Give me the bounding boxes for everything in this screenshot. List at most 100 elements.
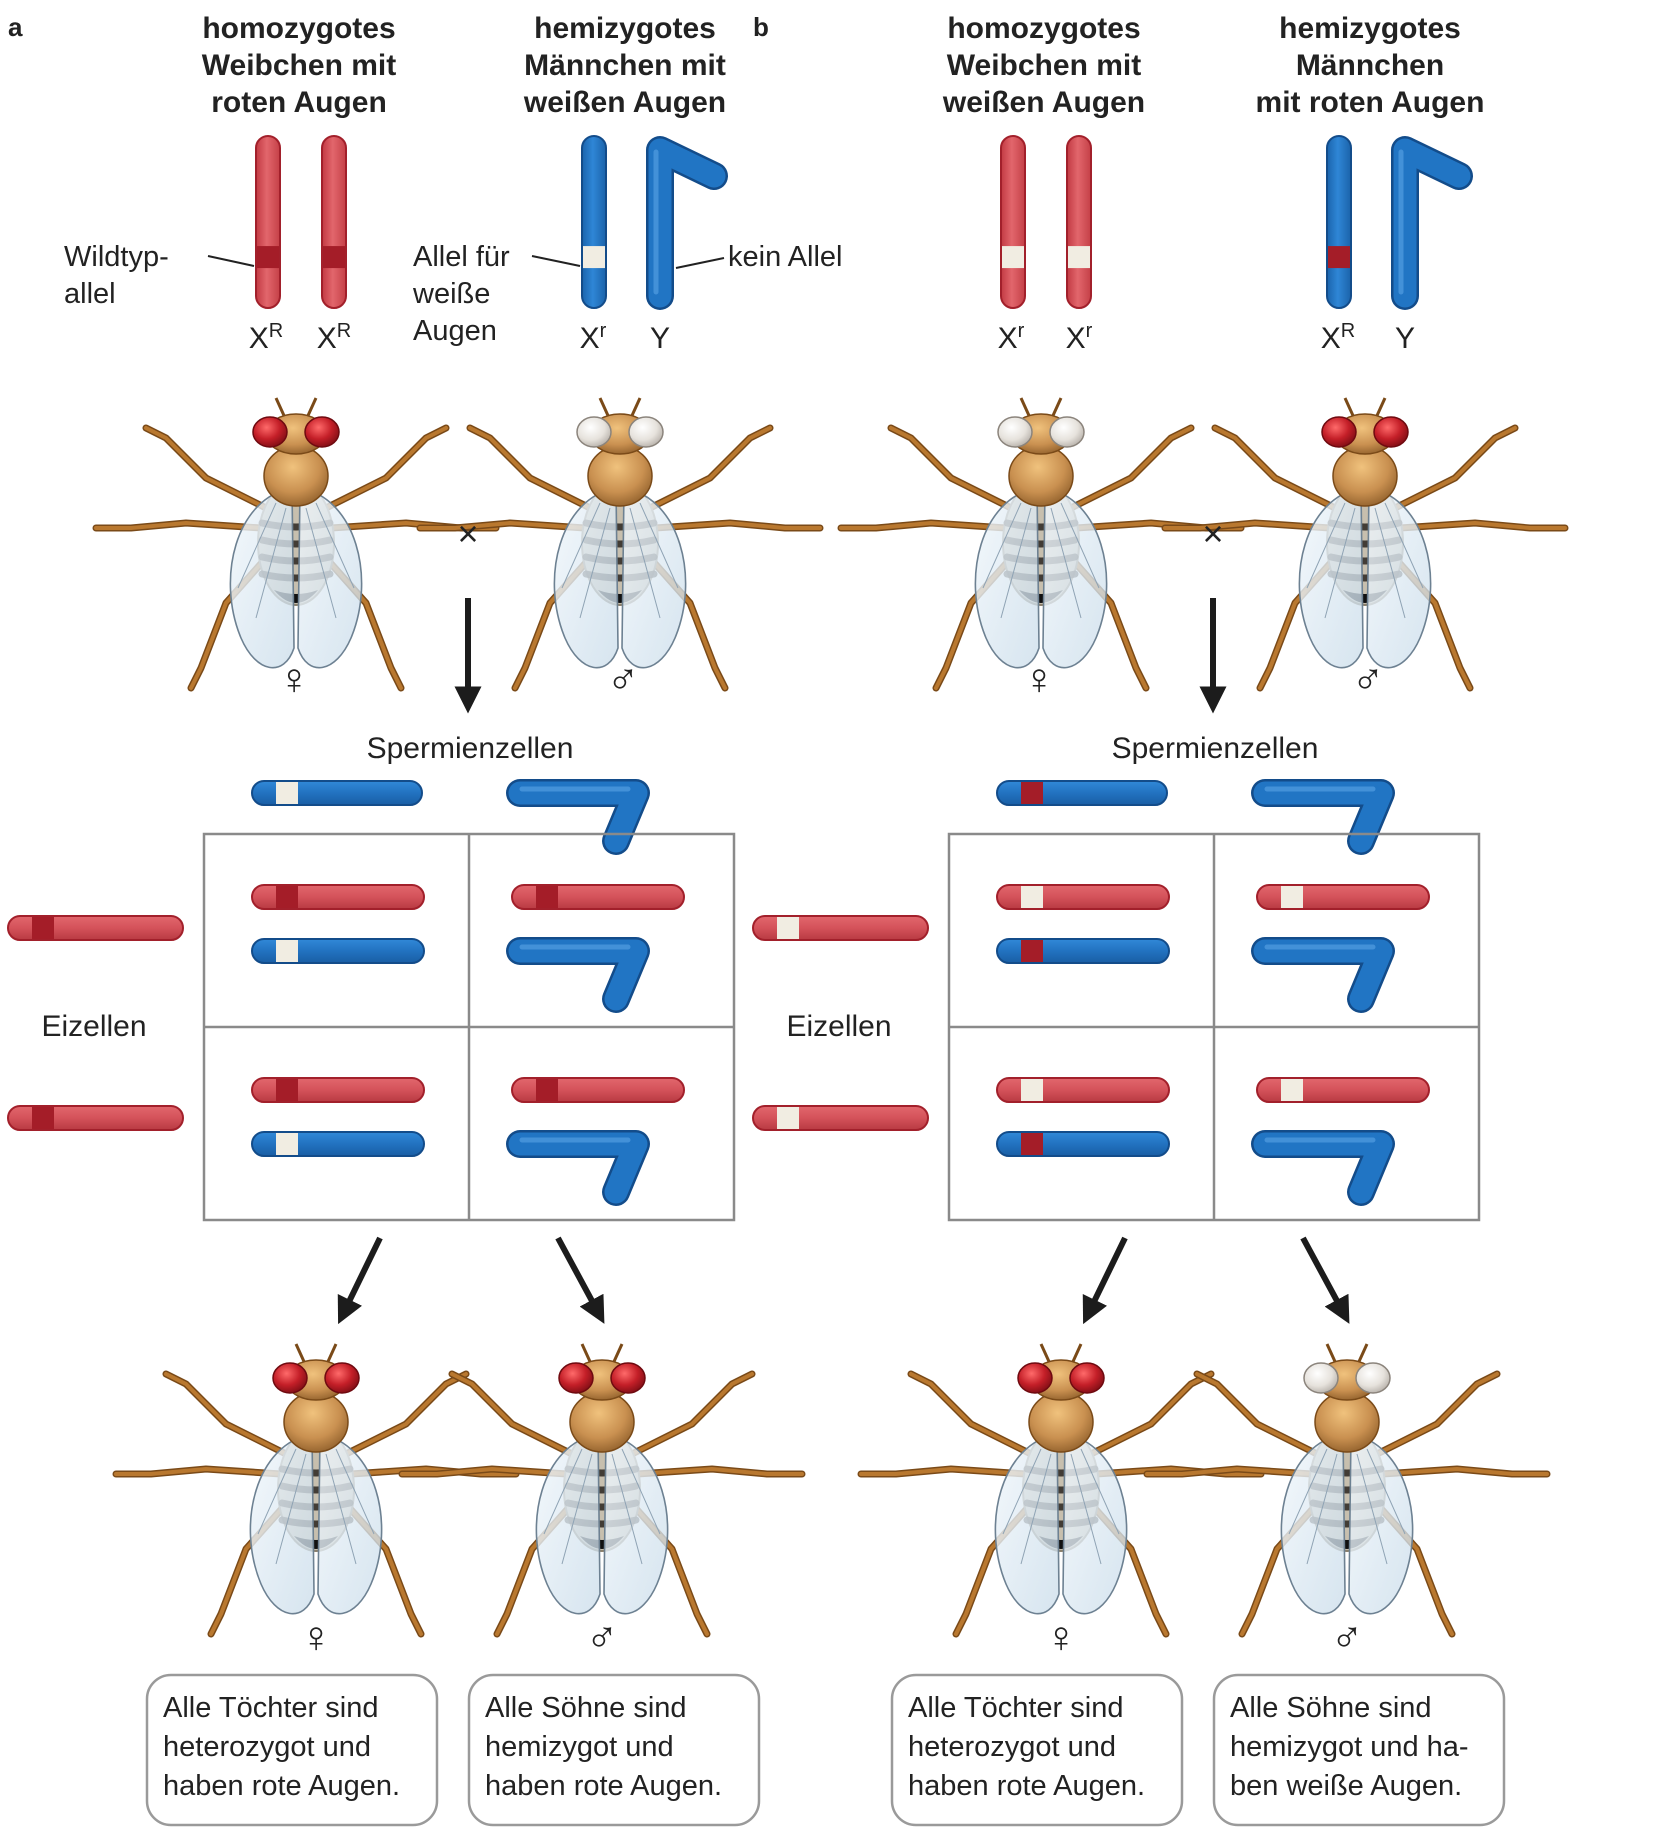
panel-letter: a [8, 12, 23, 42]
zygote-x-maternal [1256, 884, 1430, 910]
zygote-y-chromosome [506, 1130, 650, 1206]
female-parent-title: homozygotes [202, 12, 395, 45]
egg-x-chromosome [7, 1105, 184, 1131]
red-eye-icon [558, 1362, 594, 1394]
zygote-x-paternal [996, 1131, 1170, 1157]
fly-leg [887, 424, 1015, 512]
male-symbol: ♂ [607, 655, 640, 704]
male-parent-title: weißen Augen [523, 86, 726, 119]
male-y-chromosome-label: Y [1395, 322, 1415, 355]
white-eye-icon [1049, 416, 1085, 448]
zygote-x-maternal [996, 884, 1170, 910]
zygote-x-maternal [251, 1077, 425, 1103]
fly-thorax [283, 1391, 349, 1453]
fly-leg [448, 1370, 576, 1458]
zygote-y-chromosome [1251, 1130, 1395, 1206]
white-allele-band [1021, 886, 1043, 908]
fly-leg [466, 424, 594, 512]
wildtype-allele-band [257, 246, 279, 269]
male-parent-title: mit roten Augen [1256, 86, 1485, 119]
fly-thorax [1028, 1391, 1094, 1453]
fly-wing-left [249, 1433, 315, 1615]
wildtype-allele-band [32, 1107, 54, 1129]
panel-letter: b [753, 12, 769, 42]
fly-thorax [1332, 445, 1398, 507]
fly-wing-right [603, 1433, 669, 1615]
white-allele-band [777, 1107, 799, 1129]
cross-symbol: × [457, 513, 478, 554]
arrow-to-son [555, 1236, 605, 1324]
male-symbol: ♂ [1352, 655, 1385, 704]
male-symbol: ♂ [586, 1613, 619, 1662]
egg-label: Eizellen [41, 1010, 146, 1043]
zygote-x-maternal [1256, 1077, 1430, 1103]
zygote-x-paternal [996, 938, 1170, 964]
fly-leg [907, 1370, 1035, 1458]
callout-line [531, 255, 581, 267]
callout-line [207, 255, 255, 267]
wildtype-allele-band [276, 886, 298, 908]
red-eye-icon [304, 416, 340, 448]
fly-wing-right [1366, 487, 1432, 669]
fly-leg [1211, 424, 1339, 512]
egg-x-chromosome [752, 1105, 929, 1131]
wildtype-allele-band [1328, 246, 1350, 269]
male-parent-fly [1161, 397, 1569, 692]
male-symbol: ♂ [1331, 1613, 1364, 1662]
red-eye-icon [252, 416, 288, 448]
cross-symbol: × [1202, 513, 1223, 554]
female-parent-title: homozygotes [947, 12, 1140, 45]
fly-wing-left [1298, 487, 1364, 669]
wildtype-allele-band [536, 886, 558, 908]
red-eye-icon [324, 1362, 360, 1394]
result-text-line: heterozygot und [163, 1731, 371, 1763]
male-parent-title: hemizygotes [1279, 12, 1461, 45]
fly-leg [1087, 1370, 1215, 1458]
female-parent-title: Weibchen mit [202, 49, 396, 82]
fly-wing-left [553, 487, 619, 669]
fly-leg [322, 424, 450, 512]
sperm-y-chromosome [506, 779, 650, 855]
daughter-fly [112, 1343, 520, 1638]
female-symbol: ♀ [300, 1613, 333, 1662]
fly-thorax [569, 1391, 635, 1453]
wildtype-allele-band [1021, 1133, 1043, 1155]
white-allele-callout: weiße [412, 278, 490, 310]
wildtype-allele-band [323, 246, 345, 269]
result-text-line: Alle Söhne sind [485, 1692, 687, 1724]
result-text-line: hemizygot und ha- [1230, 1731, 1469, 1763]
result-text-line: haben rote Augen. [163, 1770, 400, 1802]
fly-wing-left [1280, 1433, 1346, 1615]
male-x-chromosome-label: Xr [580, 320, 607, 355]
fly-thorax [1008, 445, 1074, 507]
fly-wing-right [317, 1433, 383, 1615]
red-eye-icon [272, 1362, 308, 1394]
egg-x-chromosome [752, 915, 929, 941]
white-eye-icon [628, 416, 664, 448]
fly-leg [1391, 424, 1519, 512]
fly-wing-left [229, 487, 295, 669]
white-allele-band [1021, 1079, 1043, 1101]
male-x-chromosome [581, 135, 607, 309]
female-symbol: ♀ [278, 655, 311, 704]
female-chromosome-label: XR [249, 320, 283, 355]
fly-wing-left [994, 1433, 1060, 1615]
female-chromosome-label: Xr [998, 320, 1025, 355]
white-allele-band [276, 940, 298, 962]
white-eye-icon [997, 416, 1033, 448]
male-parent-fly [416, 397, 824, 692]
fly-leg [1193, 1370, 1321, 1458]
white-allele-band [276, 1133, 298, 1155]
red-eye-icon [1373, 416, 1409, 448]
female-x-chromosome-1 [1000, 135, 1026, 309]
zygote-x-maternal [251, 884, 425, 910]
fly-leg [628, 1370, 756, 1458]
red-eye-icon [1017, 1362, 1053, 1394]
fly-thorax [263, 445, 329, 507]
wildtype-allele-band [1021, 782, 1043, 804]
white-allele-band [1002, 246, 1024, 269]
female-symbol: ♀ [1045, 1613, 1078, 1662]
son-fly [1143, 1343, 1551, 1638]
sperm-y-chromosome [1251, 779, 1395, 855]
